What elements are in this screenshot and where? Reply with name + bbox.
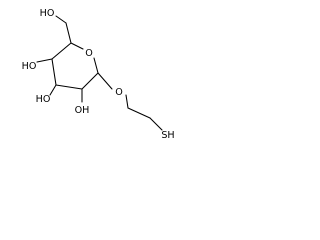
bond-c5-c6 <box>65 22 72 44</box>
bond-ringO-c1 <box>93 57 99 74</box>
bond-ch2-ch2 <box>127 107 151 119</box>
bond-ch2-sh <box>149 117 163 131</box>
bond-ether-o-ch2 <box>125 94 129 109</box>
bond-c3-c4 <box>51 58 57 86</box>
bond-c3-oh <box>49 84 57 96</box>
bond-c1-c2 <box>81 72 99 90</box>
bond-c2-c3 <box>55 84 83 90</box>
bond-c1-ether-o <box>97 72 113 90</box>
molecule-diagram: HO HO HO OH O O SH <box>0 0 181 162</box>
c2-oh-label: OH <box>75 105 90 116</box>
bond-c6-oh <box>55 15 67 24</box>
c3-oh-label: HO <box>36 94 51 105</box>
bond-c4-oh <box>36 58 53 63</box>
ether-oxygen-label: O <box>115 87 123 98</box>
ring-oxygen-label: O <box>85 48 93 59</box>
c4-oh-label: HO <box>22 61 37 72</box>
bond-c5-ringO <box>70 42 84 50</box>
bond-c4-c5 <box>51 42 72 60</box>
thiol-label: SH <box>161 130 174 141</box>
ch2oh-label: HO <box>40 8 55 19</box>
molecule-structure: HO HO HO OH O O SH <box>22 8 175 141</box>
